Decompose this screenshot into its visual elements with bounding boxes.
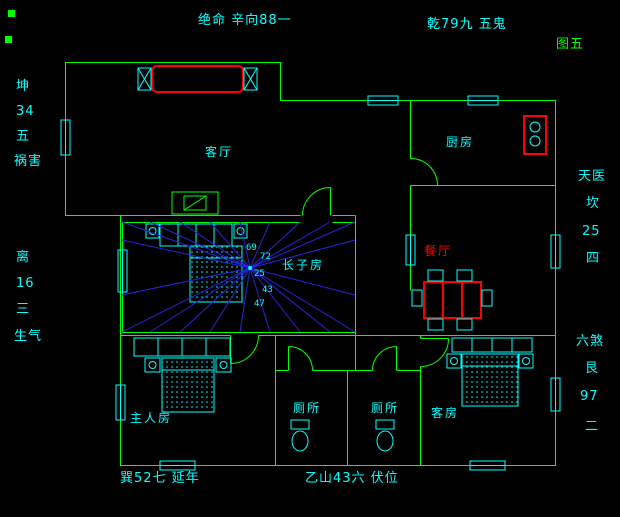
room-label-kitchen: 厨房 [446,135,475,149]
interior-walls [120,100,556,466]
annotation-left-upper: 五 [16,129,31,144]
annotation-left-upper: 祸害 [14,154,43,169]
room-label-guest-room: 客房 [431,406,460,420]
annotation-top-right: 乾79九 五鬼 [427,17,507,32]
fengshui-star: 69 72 25 43 47 [121,221,356,333]
room-label-dining-room: 餐厅 [424,244,453,258]
stove [523,115,547,155]
annotation-right-lower: 六煞 [576,334,605,349]
star-number: 43 [262,285,273,295]
star-number: 47 [254,299,265,309]
room-label-eldest-son-room: 长子房 [282,258,325,272]
outer-walls [65,62,556,466]
guest-room-furniture [446,337,534,407]
annotation-bottom-right: 乙山43六 伏位 [305,471,399,486]
annotation-top-left: 绝命 辛向88一 [198,13,292,28]
cad-mark-icon [5,36,12,43]
annotation-right-upper: 坎 [586,196,601,211]
toilet-fixture [290,419,310,452]
annotation-right-lower: 艮 [585,361,600,376]
annotation-right-upper: 25 [582,224,601,239]
annotation-left-upper: 34 [16,104,35,119]
star-number: 69 [246,243,257,253]
annotation-right-upper: 四 [586,251,601,266]
star-number: 25 [254,269,265,279]
annotation-bottom-left: 巽52七 延年 [120,471,200,486]
room-label-master-bedroom: 主人房 [130,411,173,425]
annotation-left-lower: 离 [16,250,31,265]
annotation-left-upper: 坤 [16,79,31,94]
annotation-left-lower: 生气 [14,329,43,344]
tv-cabinet [171,191,219,215]
dining-table [411,269,493,331]
annotation-right-upper: 天医 [578,169,607,184]
windows [60,95,561,471]
toilet-fixture [375,419,395,452]
annotation-right-lower: 二 [585,419,600,434]
annotation-right-lower: 97 [580,389,599,404]
annotation-left-lower: 16 [16,276,35,291]
sofa [137,65,258,93]
room-label-toilet-1: 厕所 [293,401,322,415]
cad-mark-icon [8,10,15,17]
master-bedroom-furniture [133,337,232,413]
star-number: 72 [260,252,271,262]
room-label-living-room: 客厅 [205,145,234,159]
dining-chairs [411,269,493,331]
figure-label: 图五 [556,37,585,52]
room-label-toilet-2: 厕所 [371,401,400,415]
annotation-left-lower: 三 [16,302,31,317]
